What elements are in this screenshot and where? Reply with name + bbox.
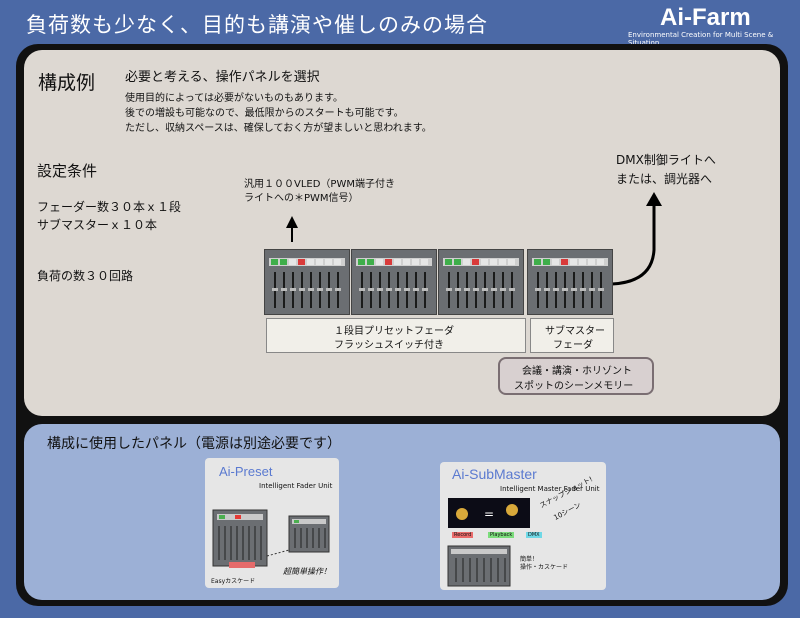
memory-label-line-1: 会議・講演・ホリゾント xyxy=(522,366,632,377)
desc-line-1: 使用目的によっては必要がないものもあります。 xyxy=(125,93,343,104)
svg-text:=: = xyxy=(484,507,494,521)
preset-label-line-1: １段目プリセットフェーダ xyxy=(334,326,454,337)
record-chip: Record xyxy=(452,532,474,538)
ai-preset-sub: Intelligent Fader Unit xyxy=(259,482,333,490)
dmx-chip: DMX xyxy=(526,532,542,538)
pwm-note-line-2: ライトへの＊PWM信号） xyxy=(244,193,359,204)
fader-rack-graphic xyxy=(356,258,432,308)
panels-used-panel: 構成に使用したパネル（電源は別途必要です） Ai-Preset Intellig… xyxy=(24,424,780,600)
ai-preset-illustration xyxy=(212,509,330,568)
ai-preset-name: Ai-Preset xyxy=(219,464,273,479)
submaster-label-box: サブマスター フェーダ xyxy=(530,318,614,353)
pwm-note-line-1: 汎用１００VLED（PWM端子付き xyxy=(244,179,395,190)
memory-label-line-2: スポットのシーンメモリー xyxy=(514,381,634,392)
page-title: 負荷数も少なく、目的も講演や催しのみの場合 xyxy=(26,13,488,37)
playback-chip: Playback xyxy=(488,532,515,538)
condition-submasters: サブマスターｘ１０本 xyxy=(37,218,158,232)
sub-label-line-1: サブマスター xyxy=(545,326,605,337)
ai-preset-card: Ai-Preset Intelligent Fader Unit xyxy=(205,458,339,588)
fader-rack xyxy=(438,249,524,315)
arrows xyxy=(286,192,662,286)
section-title: 構成例 xyxy=(38,72,96,94)
condition-faders: フェーダー数３０本ｘ１段 xyxy=(37,200,182,214)
fader-rack xyxy=(264,249,350,315)
desc-line-3: ただし、収納スペースは、確保しておく方が望ましいと思われます。 xyxy=(125,123,432,134)
ai-submaster-name: Ai-SubMaster xyxy=(452,466,537,482)
ai-preset-note-cascade: Easyカスケード xyxy=(211,578,256,585)
configuration-example-panel: 構成例 必要と考える、操作パネルを選択 使用目的によっては必要がないものもありま… xyxy=(24,50,780,416)
preset-label-line-2: フラッシュスイッチ付き xyxy=(334,340,444,351)
brand-logo: Ai-Farm xyxy=(660,4,751,31)
dmx-note-line-2: または、調光器へ xyxy=(616,172,713,186)
fader-rack xyxy=(351,249,437,315)
ai-submaster-illustration: = xyxy=(447,498,530,587)
fader-rack-graphic xyxy=(269,258,345,308)
circuit-count: 負荷の数３０回路 xyxy=(37,269,134,283)
ai-submaster-card: Ai-SubMaster Intelligent Master Fader Un… xyxy=(440,462,606,590)
ai-preset-note-easy: 超簡単操作！ xyxy=(283,567,331,576)
cascade-note: 操作・カスケード xyxy=(520,564,569,571)
ai-submaster-sub: Intelligent Master Fader Unit xyxy=(500,485,600,493)
easy-note: 簡単！ xyxy=(520,556,539,563)
fader-rack xyxy=(527,249,613,315)
fader-rack-graphic xyxy=(532,258,608,308)
desc-line-2: 後での増設も可能なので、最低限からのスタートも可能です。 xyxy=(125,108,404,119)
scene-memory-box: 会議・講演・ホリゾント スポットのシーンメモリー xyxy=(498,357,654,395)
brand-tagline: Environmental Creation for Multi Scene &… xyxy=(628,31,774,47)
panels-used-title: 構成に使用したパネル（電源は別途必要です） xyxy=(47,436,341,452)
sub-label-line-2: フェーダ xyxy=(553,340,593,351)
conditions-title: 設定条件 xyxy=(37,162,98,180)
preset-label-box: １段目プリセットフェーダ フラッシュスイッチ付き xyxy=(266,318,526,353)
dmx-note-line-1: DMX制御ライトへ xyxy=(616,153,716,167)
panel-select-heading: 必要と考える、操作パネルを選択 xyxy=(125,70,320,85)
fader-rack-graphic xyxy=(443,258,519,308)
